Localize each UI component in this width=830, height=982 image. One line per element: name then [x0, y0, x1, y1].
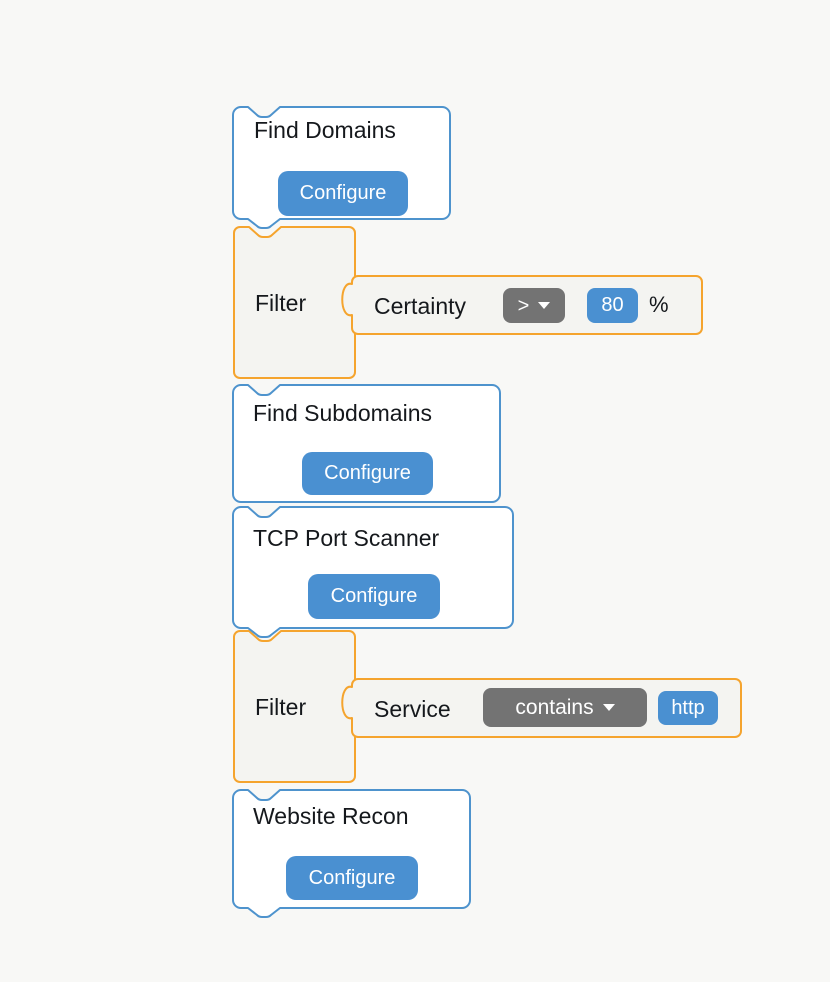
tcp-port-scanner-title: TCP Port Scanner	[253, 525, 440, 551]
tcp-port-scanner-block-shape[interactable]	[232, 506, 514, 638]
filter-service-field-label: Service	[374, 696, 451, 722]
filter-certainty-operator-value: >	[517, 294, 530, 317]
tcp-port-scanner-configure-button[interactable]: Configure	[308, 574, 440, 619]
filter-certainty-field-label: Certainty	[374, 293, 467, 319]
find-subdomains-block-shape[interactable]	[232, 384, 501, 503]
find-subdomains-title: Find Subdomains	[253, 400, 432, 426]
filter-certainty-value-field[interactable]: 80	[587, 288, 638, 323]
chevron-down-icon	[602, 704, 615, 711]
website-recon-title: Website Recon	[253, 803, 409, 829]
filter-certainty-label: Filter	[255, 290, 307, 316]
find-subdomains-configure-button[interactable]: Configure	[302, 452, 433, 495]
filter-service-operator-dropdown[interactable]: contains	[483, 688, 647, 727]
filter-certainty-unit-label: %	[649, 292, 669, 317]
find-domains-configure-button[interactable]: Configure	[278, 171, 408, 216]
website-recon-configure-button[interactable]: Configure	[286, 856, 418, 900]
find-domains-title: Find Domains	[254, 117, 396, 143]
chevron-down-icon	[538, 302, 551, 309]
filter-service-operator-value: contains	[515, 695, 594, 719]
filter-certainty-operator-dropdown[interactable]: >	[503, 288, 565, 323]
filter-service-label: Filter	[255, 694, 307, 720]
filter-service-value-field[interactable]: http	[658, 691, 718, 725]
